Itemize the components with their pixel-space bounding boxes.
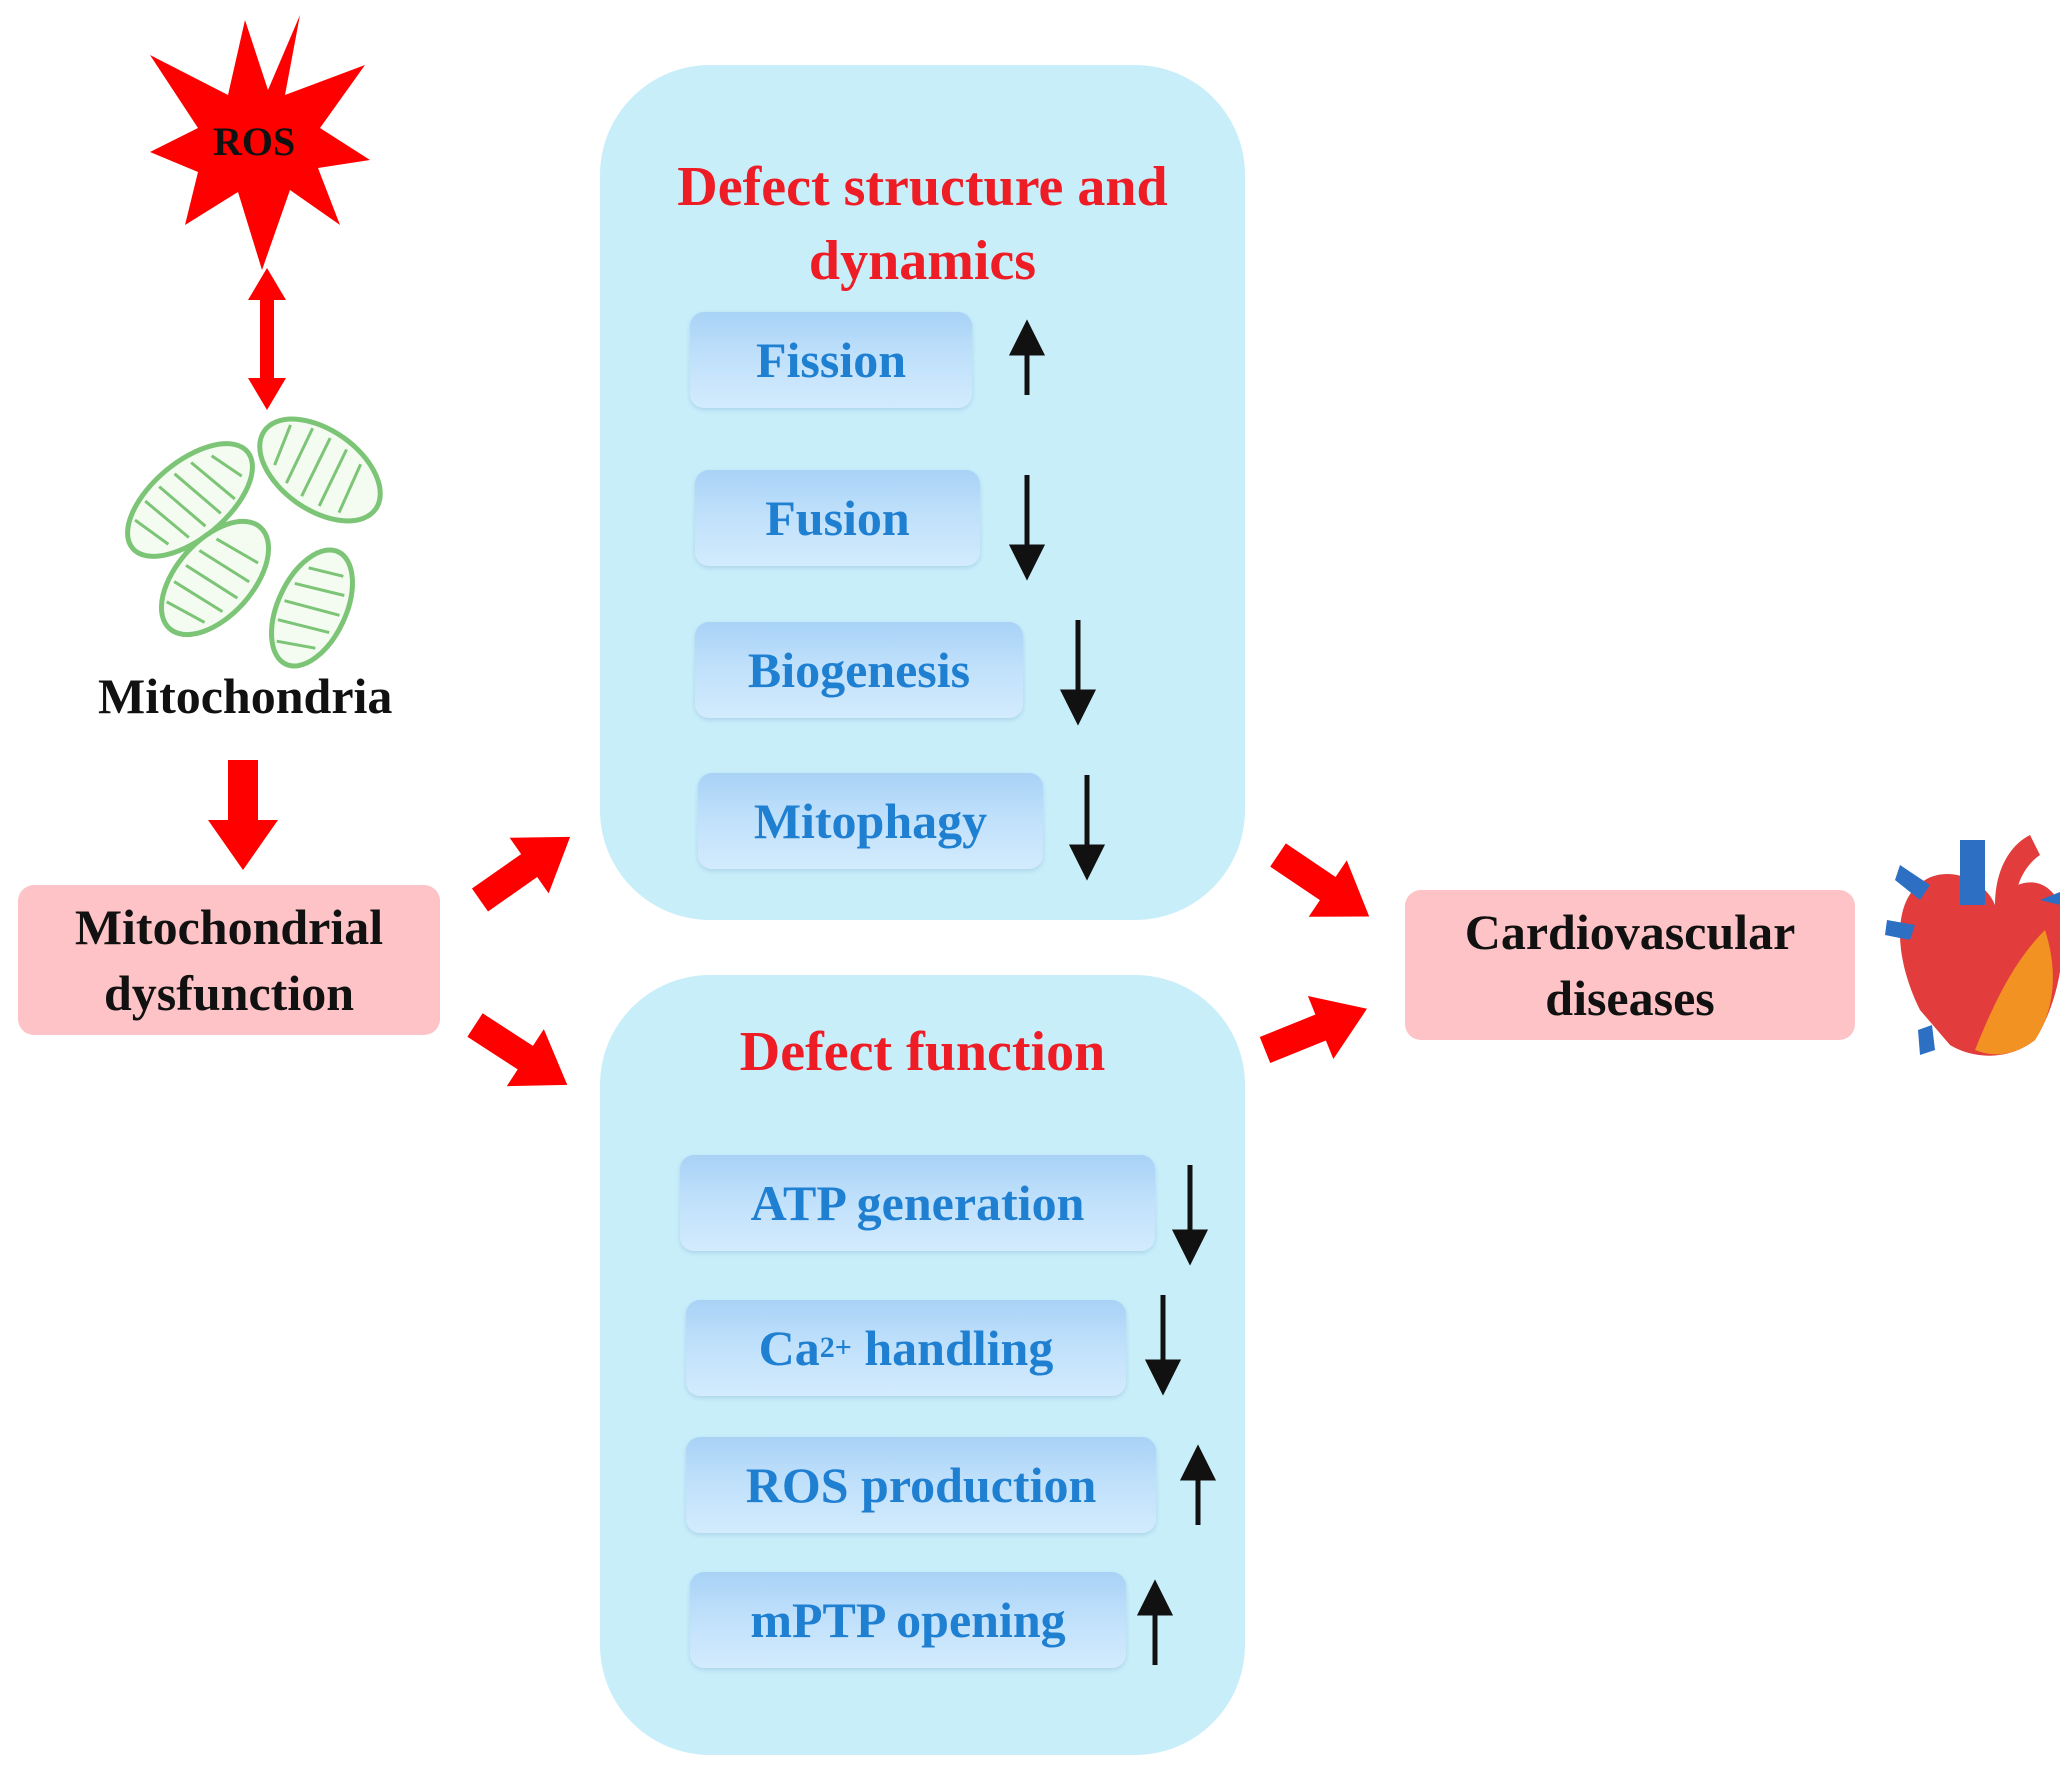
calcium-direction-arrow [1144, 1295, 1182, 1396]
ros-label: ROS [213, 119, 296, 164]
function-panel-title: Defect function [739, 1021, 1106, 1083]
structure-title-line2: dynamics [808, 230, 1037, 292]
biogenesis-direction-arrow-head [1059, 689, 1097, 726]
mptp-direction-arrow-head [1136, 1579, 1174, 1616]
ros-mito-double-arrow [248, 268, 286, 410]
fission-pill: Fission [690, 312, 972, 408]
arrow-structure-to-outcome [1270, 843, 1370, 917]
fusion-pill: Fusion [695, 470, 980, 566]
biogenesis-pill: Biogenesis [695, 622, 1023, 718]
fission-direction-arrow-head [1008, 319, 1046, 356]
dysfunction-line1: Mitochondrial [74, 899, 384, 955]
down-arrow-to-dysfunction [208, 760, 278, 870]
atp-direction-arrow-head [1171, 1229, 1209, 1266]
mptp-direction-arrow [1136, 1579, 1174, 1665]
atp-direction-arrow [1171, 1165, 1209, 1266]
fission-direction-arrow [1008, 319, 1046, 395]
structure-panel-title: Defect structure and dynamics [600, 150, 1245, 298]
outcome-line2: diseases [1545, 970, 1715, 1026]
calcium-prefix: Ca [758, 1320, 820, 1376]
heart-icon [1885, 835, 2060, 1056]
mitochondrial-dysfunction-box: Mitochondrial dysfunction [18, 885, 440, 1035]
mptp-opening-pill: mPTP opening [690, 1572, 1126, 1668]
ros-production-direction-arrow-head [1179, 1444, 1217, 1481]
mitophagy-direction-arrow [1068, 775, 1106, 881]
arrow-to-structure-panel [471, 836, 571, 912]
cardiovascular-diseases-box: Cardiovascular diseases [1405, 890, 1855, 1040]
structure-title-line1: Defect structure and [677, 156, 1168, 218]
fusion-direction-arrow-head [1008, 544, 1046, 581]
mitophagy-direction-arrow-head [1068, 844, 1106, 881]
mitochondria-label: Mitochondria [98, 668, 393, 724]
atp-generation-pill: ATP generation [680, 1155, 1155, 1251]
outcome-line1: Cardiovascular [1464, 904, 1796, 960]
ros-production-pill: ROS production [686, 1437, 1156, 1533]
calcium-direction-arrow-head [1144, 1359, 1182, 1396]
ros-production-direction-arrow [1179, 1444, 1217, 1525]
biogenesis-direction-arrow [1059, 620, 1097, 726]
calcium-suffix: handling [851, 1320, 1054, 1376]
ros-burst-icon [150, 15, 370, 270]
mitophagy-pill: Mitophagy [698, 773, 1043, 869]
arrow-to-function-panel [467, 1013, 568, 1087]
fusion-direction-arrow [1008, 475, 1046, 581]
mitochondria-icon [125, 416, 383, 669]
dysfunction-line2: dysfunction [103, 965, 355, 1021]
arrow-function-to-outcome [1259, 995, 1367, 1063]
